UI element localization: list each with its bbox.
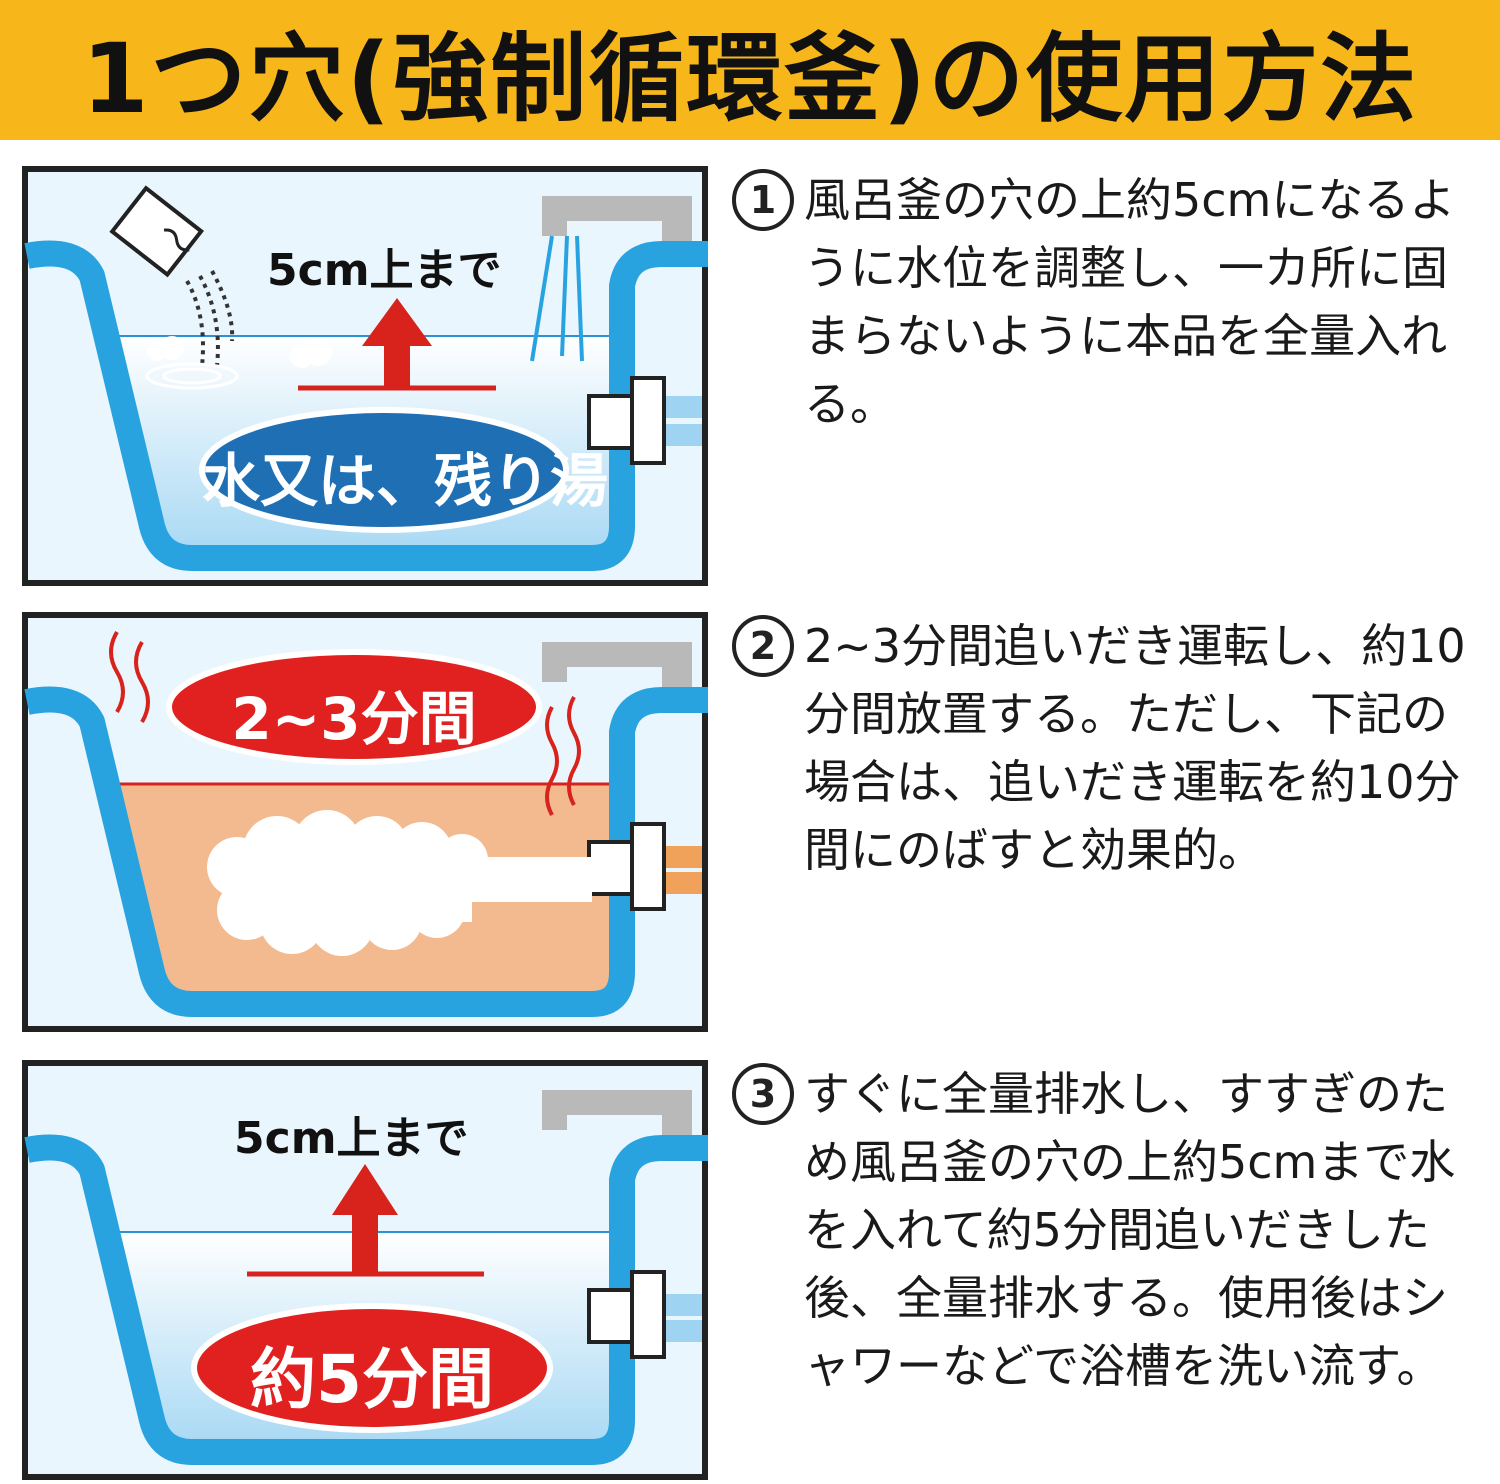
step3-illustration: 5cm上まで 約5分間 [22,1060,708,1480]
step1-illustration: 5cm上まで 水又は、残り湯 [22,166,708,586]
arrow-label: 5cm上まで [267,245,502,296]
arrow-label: 5cm上まで [234,1113,469,1164]
step-3: 3 すぐに全量排水し、すすぎのため風呂釜の穴の上約5cmまで水を入れて約5分間追… [732,1060,1472,1400]
step2-illustration: 2~3分間 [22,612,708,1032]
step-number-badge: 3 [732,1063,794,1125]
packet-icon [109,185,205,278]
pill-label: 約5分間 [250,1341,494,1418]
up-arrow [332,1164,398,1272]
pill-label: 水又は、残り湯 [202,447,609,515]
step-2: 2 2~3分間追いだき運転し、約10分間放置する。ただし、下記の場合は、追いだき… [732,612,1472,884]
step-number-badge: 2 [732,615,794,677]
step-1: 1 風呂釜の穴の上約5cmになるように水位を調整し、一カ所に固まらないように本品… [732,166,1472,438]
step-text: すぐに全量排水し、すすぎのため風呂釜の穴の上約5cmまで水を入れて約5分間追いだ… [804,1067,1456,1393]
steam-cloud [207,810,592,956]
step-text: 2~3分間追いだき運転し、約10分間放置する。ただし、下記の場合は、追いだき運転… [804,619,1466,877]
step-text: 風呂釜の穴の上約5cmになるように水位を調整し、一カ所に固まらないように本品を全… [804,173,1456,431]
pill-label: 2~3分間 [231,685,477,753]
up-arrow [362,298,432,386]
tub [24,240,708,571]
page-title: 1つ穴(強制循環釜)の使用方法 [81,22,1419,135]
header-banner: 1つ穴(強制循環釜)の使用方法 [0,0,1500,140]
step-number-badge: 1 [732,169,794,231]
